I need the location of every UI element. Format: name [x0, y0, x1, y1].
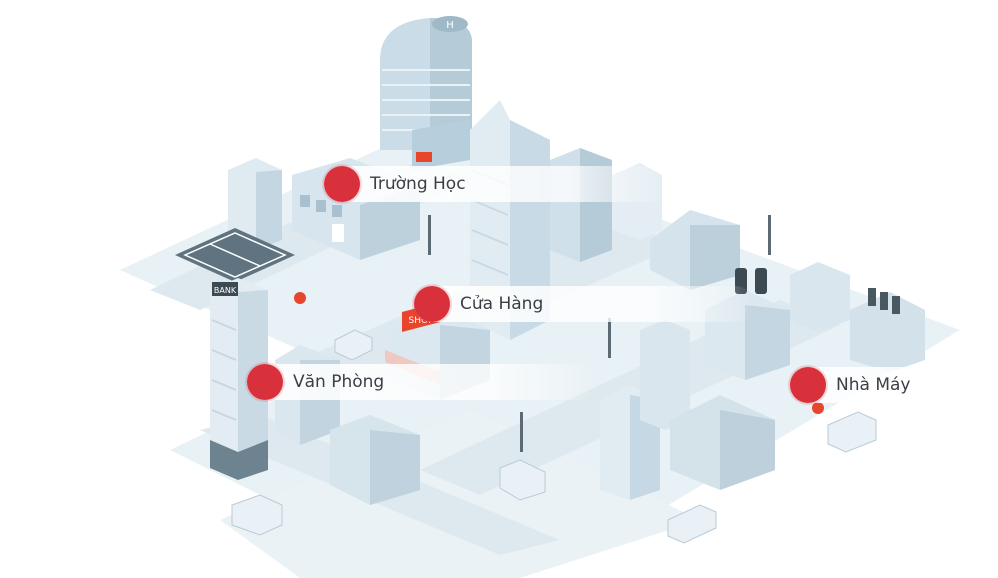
- factory-silos: [790, 262, 925, 372]
- warehouse: [670, 395, 775, 490]
- marker-dot-icon[interactable]: [247, 364, 283, 400]
- car: [334, 329, 373, 361]
- stop-signs: [294, 292, 824, 414]
- office-annex: [330, 415, 420, 505]
- bank-sign: BANK: [214, 286, 237, 295]
- bank-tower: BANK: [210, 278, 268, 480]
- small-blue-building: [412, 120, 470, 170]
- hotspot-label-shop[interactable]: Cửa Hàng: [460, 294, 544, 314]
- truck-east: [667, 504, 717, 544]
- highrise-center: [600, 320, 690, 500]
- delivery-truck: [231, 494, 283, 536]
- football-field: [175, 228, 295, 282]
- ground-plate-south: [220, 410, 700, 578]
- van: [499, 459, 546, 501]
- hotspot-label-factory[interactable]: Nhà Máy: [836, 375, 911, 395]
- marker-dot-icon[interactable]: [790, 367, 826, 403]
- marker-dot-icon[interactable]: [414, 286, 450, 322]
- traffic-lights: [428, 215, 771, 452]
- hotspot-label-school[interactable]: Trường Học: [370, 174, 466, 194]
- hotspot-shop[interactable]: Cửa Hàng: [414, 286, 754, 322]
- truck-factory: [827, 411, 877, 453]
- hotspot-office[interactable]: Văn Phòng: [247, 364, 597, 400]
- shop-sign: SHOP: [409, 316, 435, 326]
- hotspot-factory[interactable]: Nhà Máy: [790, 367, 998, 403]
- residential-cluster: [650, 210, 740, 290]
- hotspot-school[interactable]: Trường Học: [324, 166, 674, 202]
- helipad-sign: H: [446, 20, 454, 31]
- apartment-block: [228, 158, 282, 250]
- marker-dot-icon[interactable]: [324, 166, 360, 202]
- hotspot-label-office[interactable]: Văn Phòng: [293, 372, 385, 392]
